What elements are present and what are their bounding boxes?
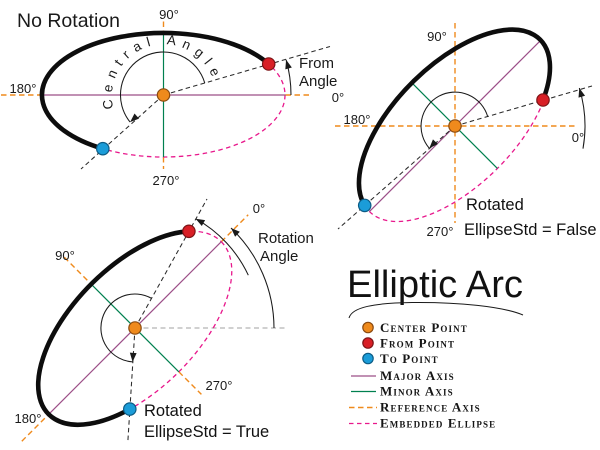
center-point-dot: [128, 321, 142, 335]
from-angle-arrow: [578, 88, 586, 98]
legend-major-axis-label: Major Axis: [380, 368, 455, 383]
reference-axis-dash-180: [21, 413, 50, 442]
central-angle-arrow: [130, 113, 140, 123]
from-ray: [134, 198, 208, 329]
to-point-dot: [357, 198, 372, 213]
rotation-angle-label-line1: Rotation: [258, 230, 314, 247]
diagram-title: No Rotation: [17, 10, 120, 32]
label-180: 180°: [15, 411, 42, 426]
caption-line2: EllipseStd = True: [144, 423, 269, 441]
central-angle-arc: [120, 51, 206, 123]
from-angle-label-line2: Angle: [299, 73, 337, 90]
reference-axis-dash-270: [178, 371, 202, 395]
reference-axis-dash-0: [220, 214, 249, 243]
central-angle-arrow: [429, 139, 438, 149]
legend: Elliptic Arc Center Point From Point To …: [347, 264, 524, 431]
to-ray: [127, 327, 136, 441]
label-180: 180°: [344, 112, 371, 127]
legend-center-point-label: Center Point: [380, 320, 468, 335]
to-ray: [80, 94, 164, 170]
central-angle-arc: [420, 91, 489, 149]
center-point-dot: [448, 119, 462, 133]
rotation-angle-arc: [230, 227, 275, 329]
rotated-ellipsestd-false-diagram: 90° 180° 270° 0° Rotated EllipseStd = Fa…: [335, 23, 597, 239]
from-ray: [454, 85, 593, 127]
elliptic-arc: [35, 229, 190, 428]
center-point-dot: [156, 88, 171, 102]
to-point-dot: [96, 141, 110, 156]
legend-embedded-ellipse-label: Embedded Ellipse: [380, 416, 496, 431]
elliptic-arc: [39, 30, 271, 151]
from-point-dot: [261, 57, 276, 71]
from-angle-arc: [195, 218, 249, 276]
elliptic-arc: [356, 27, 553, 207]
label-90: 90°: [427, 29, 447, 44]
to-ray: [337, 125, 456, 230]
from-point-dot: [536, 93, 550, 107]
label-270: 270°: [427, 224, 454, 239]
legend-center-point-swatch: [362, 321, 374, 334]
legend-to-point-swatch: [362, 352, 374, 365]
central-angle-arc: [100, 293, 152, 363]
rotation-angle-label-line2: Angle: [260, 248, 298, 265]
label-0: 0°: [332, 90, 344, 105]
label-0: 0°: [253, 201, 265, 216]
reference-axis-dash-90: [63, 256, 92, 285]
label-90: 90°: [55, 248, 75, 263]
label-0: 0°: [572, 130, 584, 145]
title-swash-underline: [348, 301, 524, 319]
rotation-angle-arrow: [231, 228, 240, 237]
legend-minor-axis-label: Minor Axis: [380, 384, 454, 399]
legend-reference-axis-label: Reference Axis: [380, 400, 481, 415]
from-ray: [163, 45, 331, 96]
legend-to-point-label: To Point: [380, 351, 439, 366]
from-angle-arrow: [195, 218, 206, 227]
caption-line2: EllipseStd = False: [464, 221, 597, 239]
legend-title: Elliptic Arc: [347, 264, 523, 306]
no-rotation-diagram: Central Angle No Rotation 90° 180° 270° …: [1, 7, 344, 188]
caption-line1: Rotated: [144, 402, 202, 420]
from-angle-arrow: [285, 59, 292, 70]
caption-line1: Rotated: [466, 196, 524, 214]
from-point-dot: [182, 224, 196, 239]
label-90: 90°: [159, 7, 179, 22]
to-point-dot: [123, 402, 137, 416]
from-angle-label-line1: From: [299, 55, 334, 72]
legend-from-point-label: From Point: [380, 336, 455, 351]
legend-from-point-swatch: [362, 337, 374, 349]
label-180: 180°: [10, 81, 37, 96]
label-270: 270°: [153, 173, 180, 188]
rotated-ellipsestd-true-diagram: 0° 90° 180° 270° Rotation Angle Rotated …: [15, 198, 314, 442]
label-270: 270°: [206, 378, 233, 393]
central-angle-arrow: [129, 352, 137, 362]
